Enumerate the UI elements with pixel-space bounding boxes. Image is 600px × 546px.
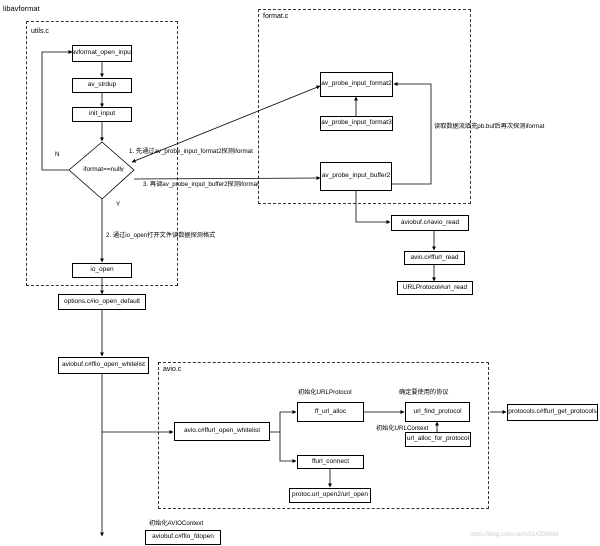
edge-reread-loop [392,82,432,185]
edge-decision-no-loop [41,50,73,171]
edge-buffer2-to-avio-read [355,191,391,224]
node-io-open-default: options.c#io_open_default [58,294,146,310]
node-url-open2: protoc.url_open2/url_open [289,488,371,503]
group-avio-label: avio.c [163,366,182,373]
label-init-urlprotocol: 初始化URLProtocol [298,389,352,396]
edge-step3-probe-buffer2 [133,176,321,181]
decision-iformat-null: iformat==null [83,165,121,173]
node-av-probe-input-buffer2: av_probe_input_buffer2 [320,162,392,191]
label-y-down: Y [116,201,121,208]
node-ff-url-alloc: ff_url_alloc [297,402,364,422]
label-init-aviocontext: 初始化AVIOContext [149,520,204,527]
edge-step1-probe-format2 [131,85,321,163]
node-av-probe-input-format3: av_probe_input_format3 [320,116,393,131]
edge-to-ffurl-connect [279,432,297,463]
label-y-right: Y [120,167,125,174]
node-av-probe-input-format2: av_probe_input_format2 [320,72,393,97]
watermark: https://blog.csdn.net/u014209688 [470,532,559,538]
label-step1: 1. 先通过av_probe_input_format2探测iformat [129,148,253,155]
node-ffurl-get-protocols: protocols.c#ffurl_get_protocols [507,404,598,421]
node-av-strdup: av_strdup [72,78,132,93]
label-init-urlcontext: 初始化URLContext [376,425,429,432]
node-init-input: init_input [72,107,132,122]
node-url-find-protocol: url_find_protocol [405,402,470,422]
node-avio-read: aviobuf.c#avio_read [391,215,469,231]
decision-diamond [68,141,135,200]
node-url-read: URLProtocol#url_read [397,281,473,295]
node-ffurl-open-whitelist: avio.c#ffurl_open_whitelist [174,422,270,441]
label-reread: 读取数据流填充pb.buf后再次探测iformat [434,123,545,130]
group-avio [158,362,489,509]
label-n: N [55,151,60,158]
label-confirm-protocol: 确定要使用的协议 [399,389,449,396]
node-io-open: io_open [72,263,132,278]
group-utils-label: utils.c [31,28,49,35]
node-avformat-open-input: avformat_open_input [71,45,133,62]
edge-to-ff-url-alloc [270,410,297,433]
node-ffio-open-whitelist: aviobuf.c#ffio_open_whitelist [58,357,149,374]
node-url-alloc-for-protocol: url_alloc_for_protocol [405,432,471,447]
group-format-label: format.c [263,13,289,20]
node-ffurl-connect: ffurl_connect [297,455,364,469]
diagram-title: libavformat [3,4,40,13]
node-ffurl-read: avio.c#ffurl_read [404,251,465,265]
node-ffio-fdopen: aviobuf.c#ffio_fdopen [145,530,221,545]
label-step2: 2. 通过io_open打开文件读数据探测格式 [106,232,216,239]
label-step3: 3. 再调av_probe_input_buffer2探测iformat [143,181,259,188]
